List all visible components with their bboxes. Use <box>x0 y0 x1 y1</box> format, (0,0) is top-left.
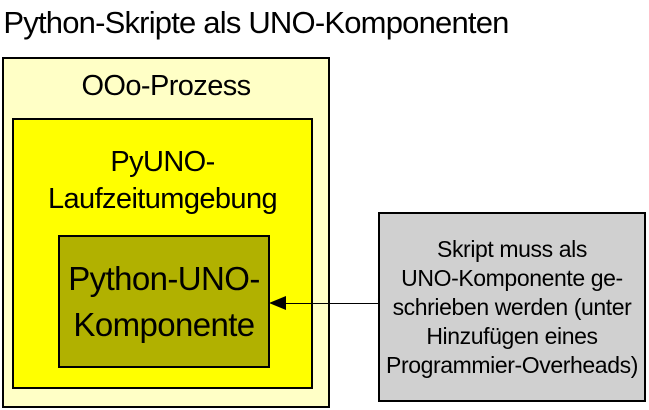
note-line4: Hinzufügen eines <box>426 322 598 349</box>
pyuno-runtime-label-line1: PyUNO- <box>110 146 215 178</box>
arrow-line <box>284 303 378 304</box>
python-uno-component-label: Python-UNO- Komponente <box>68 256 260 348</box>
ooo-process-label: OOo-Prozess <box>81 70 251 102</box>
annotation-note-box: Skript muss als UNO-Komponente ge- schri… <box>378 212 646 402</box>
component-label-line2: Komponente <box>73 305 255 343</box>
pyuno-runtime-label-line2: Laufzeitumgebung <box>47 183 278 215</box>
page-title: Python-Skripte als UNO-Komponenten <box>3 5 509 40</box>
note-line3: schrieben werden (unter <box>392 293 632 320</box>
pyuno-runtime-label: PyUNO- Laufzeitumgebung <box>12 144 313 218</box>
note-line5: Programmier-Overheads) <box>386 351 638 378</box>
annotation-note-text: Skript muss als UNO-Komponente ge- schri… <box>386 235 638 380</box>
arrow-head-left-icon <box>269 296 286 310</box>
python-uno-component-box: Python-UNO- Komponente <box>58 235 270 368</box>
note-line1: Skript muss als <box>437 235 587 262</box>
note-line2: UNO-Komponente ge- <box>401 264 623 291</box>
component-label-line1: Python-UNO- <box>68 259 260 297</box>
